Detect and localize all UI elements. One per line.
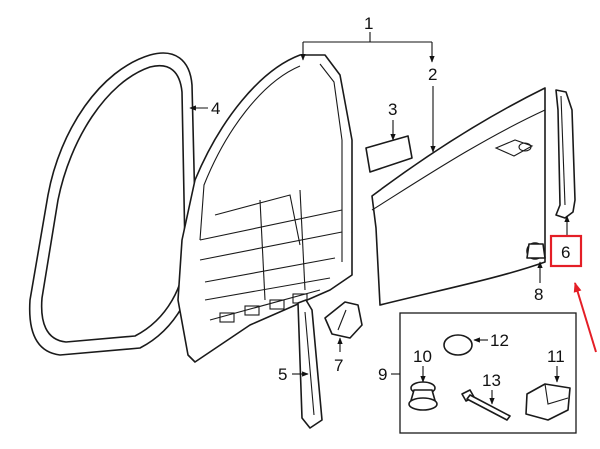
callout-label-7: 7 — [334, 356, 343, 375]
door-seal-strip — [555, 89, 576, 219]
callout-label-1: 1 — [364, 14, 373, 33]
red-pointer-arrow — [573, 282, 597, 353]
callout-label-4: 4 — [211, 99, 220, 118]
clip-8 — [526, 242, 546, 260]
trim-strip-5 — [297, 299, 323, 429]
hardware-kit-box — [399, 312, 577, 434]
callout-label-3: 3 — [388, 100, 397, 119]
highlight-box-6 — [549, 234, 583, 268]
push-fastener-10 — [408, 381, 438, 411]
door-shell — [177, 54, 353, 363]
clip-11 — [525, 383, 571, 421]
rivet-13 — [461, 389, 511, 421]
callout-label-8: 8 — [534, 285, 543, 304]
outer-door-skin — [371, 87, 546, 306]
callout-label-6: 6 — [561, 243, 570, 262]
cap-12 — [443, 334, 473, 356]
callout-label-2: 2 — [428, 65, 437, 84]
callout-label-13: 13 — [482, 371, 501, 390]
door-pad — [365, 135, 413, 173]
bracket-7 — [324, 301, 363, 339]
callout-label-9: 9 — [378, 365, 387, 384]
callout-label-5: 5 — [278, 365, 287, 384]
weatherstrip-seal — [28, 52, 197, 356]
callout-bracket-1 — [300, 32, 435, 63]
callout-label-10: 10 — [413, 347, 432, 366]
callout-label-11: 11 — [547, 347, 565, 366]
callout-label-12: 12 — [490, 331, 509, 350]
